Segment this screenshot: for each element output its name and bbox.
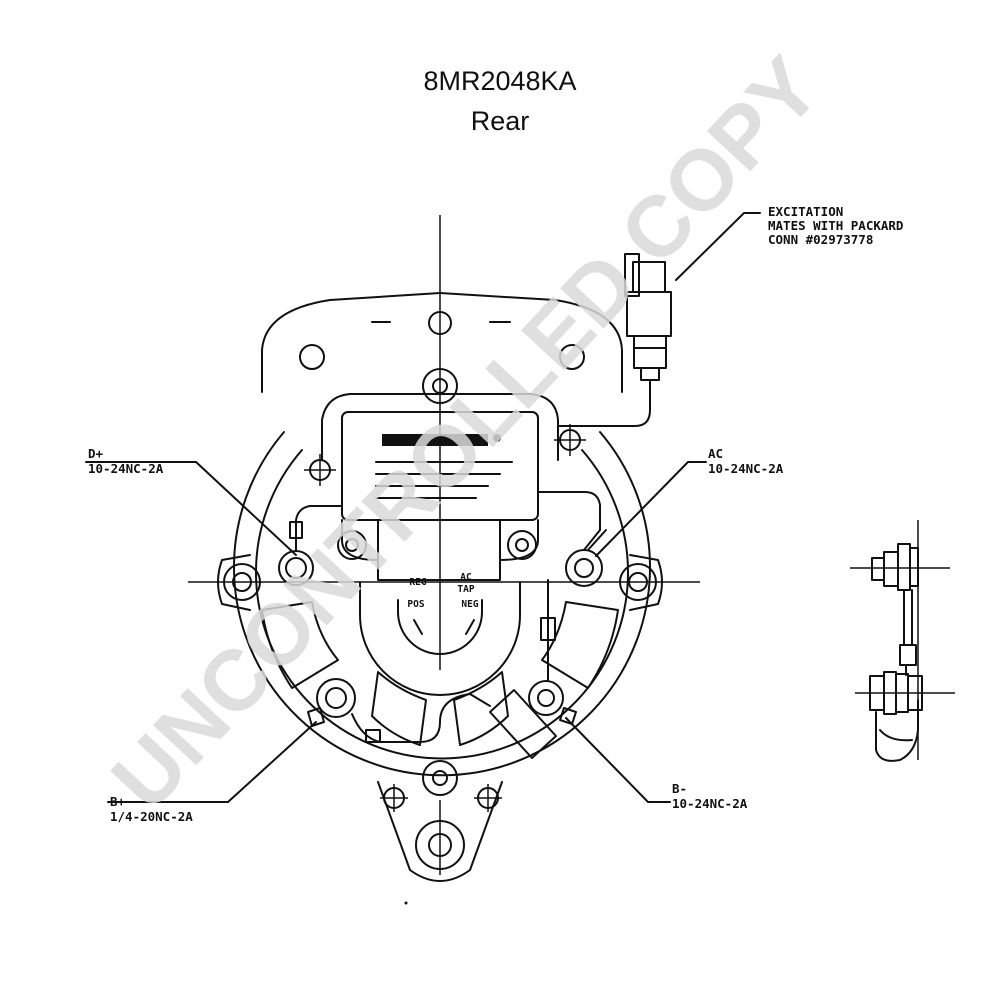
b-minus-leader — [565, 717, 671, 803]
terminal-block-inner — [397, 599, 483, 655]
vent-bottom-right — [453, 671, 509, 746]
inner-housing — [255, 449, 629, 760]
label-tap: TAP — [457, 584, 474, 595]
top-mounting-ear — [261, 292, 623, 393]
leader-lines — [85, 212, 761, 803]
d-plus-label: D+ — [88, 446, 104, 461]
excitation-connector — [624, 253, 672, 381]
b-plus-terminal — [316, 678, 356, 718]
view-title: Rear — [471, 106, 530, 136]
bottom-boss — [422, 760, 458, 796]
d-plus-leader — [85, 461, 297, 556]
excitation-label-2: MATES WITH PACKARD — [768, 218, 903, 233]
regulator-screw-right — [507, 530, 537, 560]
b-minus-label: B- — [672, 781, 687, 796]
ac-label: AC — [708, 446, 723, 461]
top-bolt — [428, 311, 452, 335]
right-lug — [629, 554, 663, 611]
left-lug — [217, 554, 251, 611]
label-neg: NEG — [461, 599, 478, 610]
b-plus-wire — [351, 713, 441, 743]
excitation-leader — [675, 212, 761, 281]
regulator-plate — [341, 411, 539, 521]
regulator-screw-left — [337, 530, 367, 560]
outer-housing — [233, 431, 651, 777]
label-reg: REG — [409, 577, 426, 588]
right-lug-boss — [619, 563, 657, 601]
alternator-body: REG AC TAP POS NEG — [188, 215, 700, 905]
ac-wire — [537, 491, 601, 551]
label-ac: AC — [460, 572, 472, 583]
regulator-lower-body — [377, 519, 501, 581]
label-pos: POS — [407, 599, 424, 610]
vent-left — [261, 601, 339, 689]
b-minus-terminal — [528, 680, 564, 716]
right-lug-hole — [628, 572, 648, 592]
excitation-label-1: EXCITATION — [768, 204, 843, 219]
callout-labels: EXCITATION MATES WITH PACKARD CONN #0297… — [88, 204, 903, 824]
bottom-mounting-foot — [377, 781, 503, 882]
b-plus-leader — [107, 721, 317, 803]
excitation-label-3: CONN #02973778 — [768, 232, 873, 247]
vent-bottom-left — [371, 671, 427, 746]
ear-hole-left — [299, 344, 325, 370]
top-boss — [422, 368, 458, 404]
left-lug-hole — [232, 572, 252, 592]
regulator-logo — [382, 434, 488, 446]
vent-right — [541, 601, 619, 689]
ac-thread: 10-24NC-2A — [708, 461, 784, 476]
watermark: UNCONTROLLED COPY — [94, 39, 839, 828]
b-plus-thread: 1/4-20NC-2A — [110, 809, 193, 824]
d-plus-wire — [295, 505, 343, 552]
capacitor — [489, 689, 557, 759]
terminal-block — [359, 581, 521, 696]
left-lug-boss — [223, 563, 261, 601]
d-plus-thread: 10-24NC-2A — [88, 461, 164, 476]
model-title: 8MR2048KA — [423, 66, 576, 96]
regulator-hood — [321, 393, 559, 461]
excitation-wire — [557, 379, 651, 427]
ac-leader — [595, 461, 707, 557]
side-view — [850, 520, 955, 762]
b-minus-thread: 10-24NC-2A — [672, 796, 748, 811]
ear-hole-right — [559, 344, 585, 370]
b-plus-label: B+ — [110, 794, 126, 809]
